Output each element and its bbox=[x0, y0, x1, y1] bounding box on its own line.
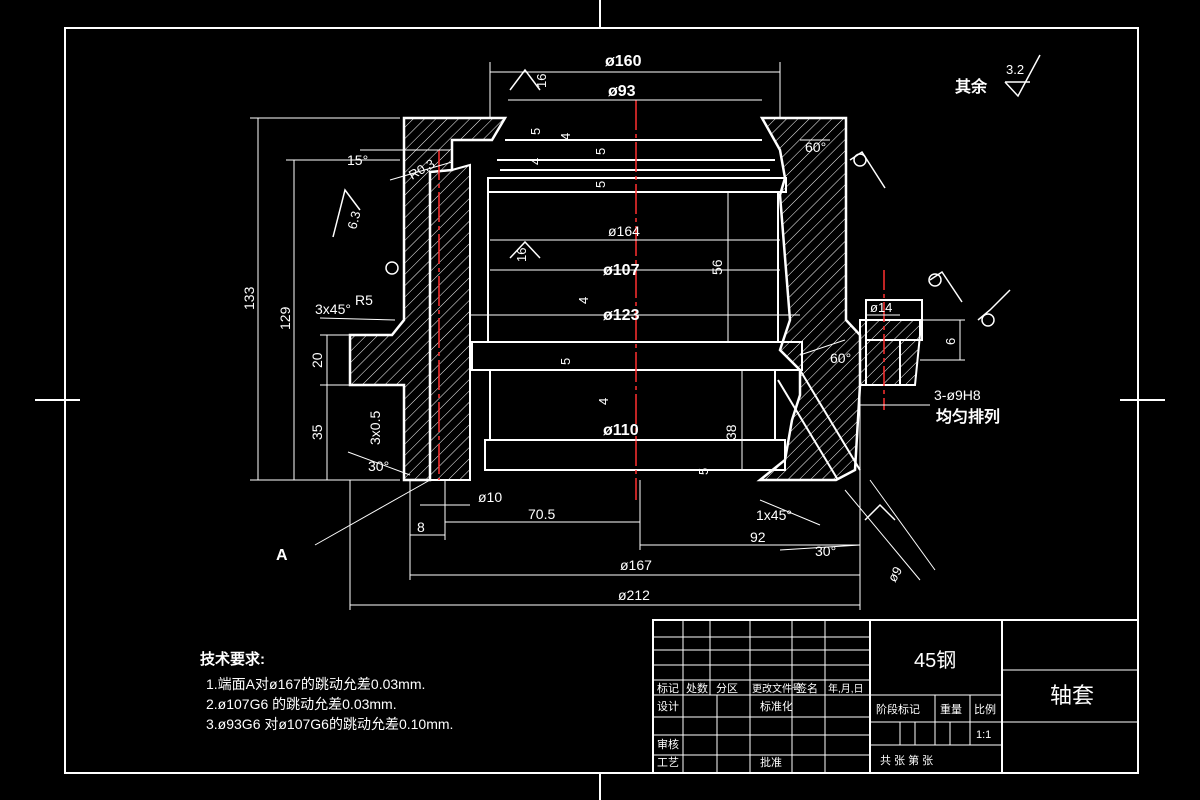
tb-process: 工艺 bbox=[657, 756, 679, 769]
tb-review: 审核 bbox=[657, 737, 679, 751]
right-boss-section bbox=[859, 319, 921, 386]
dim-h4a: 4 bbox=[558, 133, 573, 140]
tb-design: 设计 bbox=[657, 700, 679, 713]
dim-chamfer-3x45: 3x45° bbox=[315, 301, 351, 317]
dim-d110: ø110 bbox=[603, 422, 639, 439]
tb-stage-mark: 阶段标记 bbox=[876, 702, 920, 716]
technical-requirements: 技术要求: 1.端面A对ø167的跳动允差0.03mm. 2.ø107G6 的跳… bbox=[200, 650, 453, 734]
tb-scale: 比例 bbox=[974, 702, 996, 716]
holes-note: 均匀排列 bbox=[936, 407, 1000, 426]
tb-row-label-1: 处数 bbox=[686, 682, 708, 695]
dim-d167: ø167 bbox=[620, 557, 652, 573]
tb-weight: 重量 bbox=[940, 702, 962, 716]
dim-h5b: 5 bbox=[593, 148, 608, 155]
left-wall-section bbox=[348, 116, 508, 482]
dim-h5c: 5 bbox=[593, 181, 608, 188]
tb-row-label-3: 更改文件号 bbox=[752, 682, 802, 695]
dim-h35: 35 bbox=[309, 424, 325, 440]
notes-title: 技术要求: bbox=[200, 651, 265, 668]
dim-h129: 129 bbox=[277, 306, 293, 330]
dim-h5e: 5 bbox=[696, 468, 711, 475]
holes-callout: 3-ø9H8 bbox=[934, 387, 981, 403]
part-name-label: 轴套 bbox=[1050, 683, 1094, 708]
dim-a30b: 30° bbox=[815, 543, 836, 559]
dim-h5a: 5 bbox=[528, 128, 543, 135]
part-section bbox=[348, 116, 921, 482]
dim-h16a: 16 bbox=[534, 74, 549, 88]
dim-d107: ø107 bbox=[603, 262, 640, 279]
note-item-3: 3.ø93G6 对ø107G6的跳动允差0.10mm. bbox=[206, 716, 454, 732]
dim-d14: ø14 bbox=[870, 300, 892, 315]
dim-h133: 133 bbox=[241, 286, 257, 310]
dimension-texts: ø160 ø93 ø164 ø107 ø123 ø110 ø14 ø10 ø16… bbox=[241, 53, 1024, 603]
tb-scale-value: 1:1 bbox=[976, 729, 991, 741]
tb-row-label-0: 标记 bbox=[657, 681, 679, 695]
dim-a15: 15° bbox=[347, 152, 368, 168]
dim-chamfer-3x0-5: 3x0.5 bbox=[367, 411, 383, 445]
dim-w70-5: 70.5 bbox=[528, 506, 555, 522]
dim-h4c: 4 bbox=[576, 297, 591, 304]
roughness-symbols bbox=[332, 54, 1041, 521]
tb-sheets: 共 张 第 张 bbox=[880, 753, 933, 767]
inner-sleeve bbox=[429, 163, 471, 481]
note-item-2: 2.ø107G6 的跳动允差0.03mm. bbox=[206, 696, 397, 712]
tb-standardize: 标准化 bbox=[760, 699, 793, 713]
roughness-6-3: 6.3 bbox=[344, 209, 363, 230]
tb-approve: 批准 bbox=[760, 755, 782, 769]
dim-chamfer-1x45: 1x45° bbox=[756, 507, 792, 523]
dim-d164: ø164 bbox=[608, 223, 640, 239]
dim-d123: ø123 bbox=[603, 307, 640, 324]
dim-a60a: 60° bbox=[805, 139, 826, 155]
dim-h38: 38 bbox=[723, 424, 739, 440]
roughness-rest-label: 其余 bbox=[955, 77, 988, 96]
title-block-texts: 45钢 轴套 标记 处数 分区 更改文件号 签名 年,月,日 设计 标准化 阶段… bbox=[657, 649, 1094, 769]
note-item-1: 1.端面A对ø167的跳动允差0.03mm. bbox=[206, 676, 426, 692]
dim-a30a: 30° bbox=[368, 458, 389, 474]
dim-a60b: 60° bbox=[830, 350, 851, 366]
dim-d160: ø160 bbox=[605, 53, 642, 70]
dim-h4b: 4 bbox=[528, 158, 543, 165]
tb-row-label-4: 签名 bbox=[796, 681, 818, 695]
dim-w8: 8 bbox=[417, 519, 425, 535]
dim-d10: ø10 bbox=[478, 489, 502, 505]
dim-d212: ø212 bbox=[618, 587, 650, 603]
tb-row-label-2: 分区 bbox=[716, 682, 738, 695]
dim-h6: 6 bbox=[943, 338, 958, 345]
dimension-lines bbox=[250, 62, 965, 610]
dim-d9: ø9 bbox=[885, 564, 906, 585]
center-lines bbox=[438, 100, 885, 500]
tb-row-label-5: 年,月,日 bbox=[828, 682, 864, 695]
dim-h5d: 5 bbox=[558, 358, 573, 365]
roughness-3-2: 3.2 bbox=[1006, 62, 1024, 77]
datum-a-label: A bbox=[276, 547, 288, 564]
dim-h56: 56 bbox=[709, 259, 725, 275]
material-label: 45钢 bbox=[914, 649, 956, 672]
dim-d93: ø93 bbox=[608, 83, 636, 100]
dim-h20: 20 bbox=[309, 352, 325, 368]
dim-w92: 92 bbox=[750, 529, 766, 545]
dim-radius-r5: R5 bbox=[355, 292, 373, 308]
dim-h16b: 16 bbox=[514, 248, 529, 262]
title-block bbox=[652, 619, 1139, 774]
dim-h4d: 4 bbox=[596, 398, 611, 405]
drawing-frame bbox=[35, 0, 1165, 800]
